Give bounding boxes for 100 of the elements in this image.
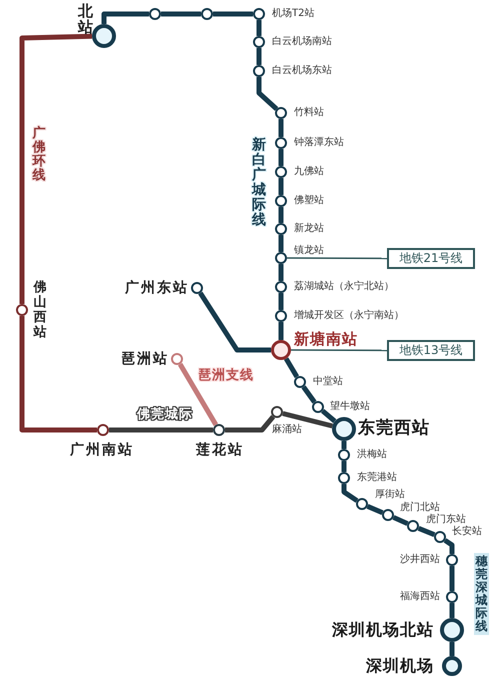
station-circle (253, 65, 265, 77)
rail-line (256, 48, 262, 65)
station-circle (275, 195, 287, 207)
station-name: 广州南站 (70, 442, 134, 458)
station-circle (442, 656, 462, 676)
station-name: 新龙站 (294, 223, 324, 234)
station-name: 莲花站 (196, 442, 244, 458)
station-circle (16, 304, 28, 316)
station-circle (446, 591, 458, 603)
station-name: 洪梅站 (357, 449, 387, 460)
rail-line (282, 411, 333, 428)
rail-line (342, 441, 346, 449)
station-name: 福海西站 (400, 591, 440, 602)
station-name: 东莞港站 (357, 472, 397, 484)
rail-line (278, 178, 284, 195)
station-name: 深圳机场 (366, 657, 434, 676)
station-name: 东莞西站 (358, 419, 430, 439)
station-circle (338, 449, 350, 461)
station-circle (275, 223, 287, 235)
station-circle (92, 24, 116, 48)
station-name: 镇龙站 (294, 245, 324, 256)
station-name: 虎门北站 (400, 502, 440, 514)
line-name: 佛莞城际 (137, 408, 193, 423)
line-name: 琶洲支线 (198, 369, 254, 384)
station-circle (275, 107, 287, 119)
station-name: 佛山西站 (32, 280, 48, 340)
station-circle (332, 417, 356, 441)
station-name: 白云机场东站 (272, 65, 332, 76)
connector-line (291, 349, 387, 352)
rail-line (278, 149, 284, 166)
rail-line (366, 504, 384, 515)
station-name: 佛塑站 (294, 195, 324, 206)
station-name: 长安站 (452, 526, 482, 538)
line-name: 新白广城际线 (250, 138, 267, 228)
rail-line (278, 322, 284, 340)
rail-line (450, 603, 454, 618)
station-name: 厚街站 (375, 489, 405, 500)
rail-line (444, 538, 454, 554)
station-circle (253, 36, 265, 48)
connector-line (287, 257, 387, 260)
station-name: 新塘南站 (294, 331, 358, 348)
rail-line (20, 316, 97, 432)
station-circle (253, 8, 265, 20)
rail-line (109, 428, 213, 432)
rail-line (256, 77, 278, 111)
station-name: 麻涌站 (272, 424, 302, 436)
station-circle (275, 137, 287, 149)
rail-line (278, 293, 284, 310)
rail-line (278, 119, 284, 137)
station-name: 白云机场南站 (272, 36, 332, 48)
station-circle (382, 509, 394, 521)
rail-line (418, 526, 436, 538)
station-circle (171, 353, 183, 365)
rail-line (450, 566, 454, 591)
station-circle (271, 406, 283, 418)
station-name: 荔湖城站（永宁北站） (294, 281, 394, 292)
rail-line (278, 235, 284, 252)
rail-line (213, 12, 253, 16)
station-name: 九佛站 (294, 166, 324, 178)
station-circle (149, 8, 161, 20)
rail-line (342, 461, 346, 472)
station-circle (356, 498, 368, 510)
station-circle (407, 520, 419, 532)
rail-line (278, 264, 284, 281)
station-circle (275, 166, 287, 178)
station-name: 广州东站 (125, 280, 189, 296)
rail-line (320, 408, 336, 424)
station-name: 中堂站 (313, 376, 343, 388)
rail-line (161, 12, 201, 16)
rail-line (301, 385, 317, 404)
rail-line (392, 515, 409, 526)
station-circle (338, 472, 350, 484)
station-name: 琶洲站 (121, 351, 169, 368)
station-name: 钟落潭东站 (294, 137, 344, 148)
rail-line (20, 34, 92, 304)
rail-line (178, 362, 218, 426)
station-name: 竹料站 (294, 107, 324, 118)
rail-line (225, 415, 276, 432)
station-name: 机场T2站 (272, 8, 314, 20)
rail-line (278, 207, 284, 223)
rail-line (102, 12, 149, 24)
station-name: 北站 (76, 3, 94, 35)
station-circle (275, 252, 287, 264)
station-name: 深圳机场北站 (332, 621, 434, 640)
station-circle (275, 281, 287, 293)
station-circle (191, 282, 203, 294)
station-name: 望牛墩站 (330, 401, 370, 412)
station-circle (201, 8, 213, 20)
station-circle (434, 531, 446, 543)
station-circle (294, 376, 306, 388)
station-circle (440, 618, 464, 642)
station-circle (213, 424, 225, 436)
line-name: 广佛环线 (31, 127, 46, 183)
station-name: 沙井西站 (400, 554, 440, 566)
line-name: 穗莞深城际线 (474, 553, 489, 635)
rail-line (256, 20, 262, 36)
station-circle (97, 424, 109, 436)
rail-line (198, 292, 271, 352)
rail-line (342, 484, 358, 503)
rail-line (284, 357, 300, 378)
